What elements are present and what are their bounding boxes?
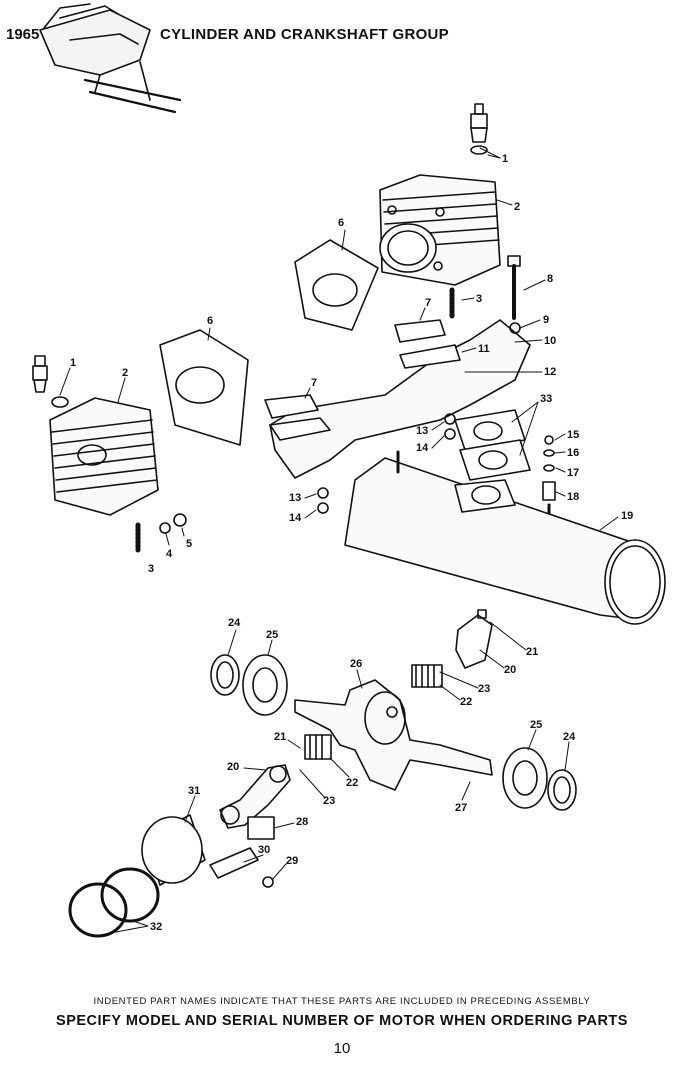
callout-6-lower: 6 — [207, 315, 213, 327]
callout-24-left: 24 — [228, 617, 241, 629]
callout-21-lower: 21 — [274, 731, 286, 743]
callout-3-lower: 3 — [148, 563, 154, 575]
snowmobile-icon — [39, 3, 182, 114]
callout-16: 16 — [567, 447, 579, 459]
callout-12: 12 — [544, 366, 556, 378]
callout-29: 29 — [286, 855, 298, 867]
footer-instruction: SPECIFY MODEL AND SERIAL NUMBER OF MOTOR… — [56, 1013, 628, 1029]
callout-20-lower: 20 — [227, 761, 239, 773]
callout-10: 10 — [544, 335, 556, 347]
callout-3-upper: 3 — [476, 293, 482, 305]
callout-14-upper: 14 — [416, 442, 429, 454]
muffler — [344, 450, 666, 625]
header-year: 1965 — [6, 26, 40, 43]
callout-33: 33 — [540, 393, 552, 405]
callout-11: 11 — [478, 343, 490, 355]
callout-28: 28 — [296, 816, 308, 828]
piston — [141, 814, 206, 886]
spark-plug-upper — [470, 103, 488, 155]
page-title: CYLINDER AND CRANKSHAFT GROUP — [160, 26, 449, 43]
callout-8: 8 — [547, 273, 553, 285]
callout-13-upper: 13 — [416, 425, 428, 437]
callout-2-lower: 2 — [122, 367, 128, 379]
footer-note: INDENTED PART NAMES INDICATE THAT THESE … — [93, 996, 591, 1007]
connecting-rod — [219, 764, 291, 829]
page-number: 10 — [333, 1040, 351, 1057]
callout-27: 27 — [455, 802, 467, 814]
callout-17: 17 — [567, 467, 579, 479]
callout-23-upper: 23 — [478, 683, 490, 695]
callout-1-upper: 1 — [502, 153, 508, 165]
callout-30: 30 — [258, 844, 270, 856]
callout-5: 5 — [186, 538, 192, 550]
bolt — [507, 255, 521, 320]
callout-21-upper: 21 — [526, 646, 538, 658]
cylinder-lower — [49, 397, 159, 516]
callout-26: 26 — [350, 658, 362, 670]
callout-24-right: 24 — [563, 731, 576, 743]
callout-20-upper: 20 — [504, 664, 516, 676]
intake-manifold — [264, 319, 531, 479]
gasket-lower — [159, 329, 249, 446]
callout-1-lower: 1 — [70, 357, 76, 369]
callout-25-left: 25 — [266, 629, 278, 641]
callout-19: 19 — [621, 510, 633, 522]
callout-13-lower: 13 — [289, 492, 301, 504]
callout-22-lower: 22 — [346, 777, 358, 789]
cylinder-upper — [379, 174, 501, 286]
callout-6-upper: 6 — [338, 217, 344, 229]
callout-9: 9 — [543, 314, 549, 326]
callout-23-lower: 23 — [323, 795, 335, 807]
gasket-upper — [294, 239, 379, 331]
callout-4: 4 — [166, 548, 173, 560]
callout-22-upper: 22 — [460, 696, 472, 708]
callout-31: 31 — [188, 785, 200, 797]
callout-2-upper: 2 — [514, 201, 520, 213]
spark-plug-lower — [32, 355, 69, 408]
callout-15: 15 — [567, 429, 579, 441]
callout-7-upper: 7 — [425, 297, 431, 309]
callout-25-right: 25 — [530, 719, 542, 731]
callout-32: 32 — [150, 921, 162, 933]
callout-18: 18 — [567, 491, 579, 503]
callout-7-lower: 7 — [311, 377, 317, 389]
crankshaft — [294, 679, 493, 791]
callout-14-lower: 14 — [289, 512, 302, 524]
